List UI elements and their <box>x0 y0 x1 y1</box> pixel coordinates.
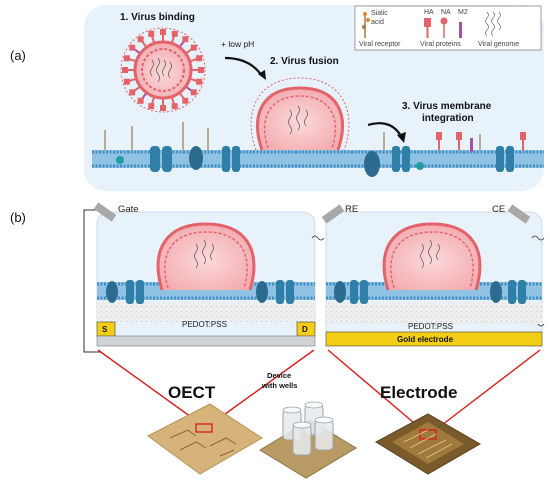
virus-spikes-ring <box>120 27 206 113</box>
gold-electrode-label: Gold electrode <box>397 335 454 344</box>
wells-label-line2: with wells <box>261 381 297 390</box>
legend-box <box>354 5 542 51</box>
viral-genome-icon <box>485 11 501 37</box>
electrode-label: Electrode <box>380 383 457 402</box>
electrode-pedot-layer <box>326 302 542 324</box>
legend-na: NA <box>441 9 451 16</box>
panel-b-label: (b) <box>10 210 26 225</box>
oect-fused-virus <box>156 222 256 291</box>
virus-spike-head <box>148 103 155 110</box>
electrode-photo <box>374 413 482 475</box>
virus-spike-head <box>129 44 136 51</box>
step3-label-line2: integration <box>422 113 474 124</box>
na-icon <box>440 17 448 38</box>
legend-ha: HA <box>424 9 434 16</box>
gate-label: Gate <box>118 204 139 215</box>
virus-inner-layer <box>141 48 185 92</box>
wire-break-left <box>311 235 325 241</box>
virus-spike-head <box>196 55 203 62</box>
membrane-proteins-a <box>116 146 514 177</box>
virus-spike-head <box>198 67 204 73</box>
ha-icon <box>424 18 431 38</box>
electrode-pedot-label: PEDOT:PSS <box>408 322 453 331</box>
virus-spike-head <box>123 55 130 62</box>
virus-binding <box>120 27 206 113</box>
gate-electrode <box>93 202 117 222</box>
electrode-fused-virus <box>382 222 482 291</box>
callout-lines <box>97 349 541 429</box>
arrow2-head <box>397 132 406 143</box>
oect-device: Gate PEDOT:PSS S D <box>83 202 316 353</box>
m2-icon <box>459 22 462 38</box>
oect-pedot-label: PEDOT:PSS <box>182 320 227 329</box>
electrode-device: RE CE PEDOT:PSS Gold electrode <box>311 204 545 347</box>
virus-spike-head <box>129 89 136 96</box>
step2-label: 2. Virus fusion <box>270 56 339 67</box>
ce-label: CE <box>492 204 505 215</box>
legend-viral-genome: Viral genome <box>478 41 519 48</box>
virus-spike-head <box>190 89 197 96</box>
legend-viral-proteins: Viral proteins <box>420 41 461 48</box>
virus-spike-head <box>182 36 189 43</box>
viral-genome <box>150 57 172 83</box>
arrow1-label: + low pH <box>221 39 254 49</box>
virus-spike-head <box>171 103 178 110</box>
receptors-a <box>104 122 481 150</box>
wells-photo <box>259 401 357 479</box>
oect-substrate <box>96 335 316 347</box>
virus-fusion <box>250 77 350 151</box>
virus-spike-head <box>122 67 128 73</box>
step1-label: 1. Virus binding <box>120 12 195 23</box>
legend: Sialic acid HA NA M2 Viral receptor Vira… <box>354 5 542 51</box>
oect-pedot-layer <box>97 302 315 322</box>
legend-sialic-line1: Sialic <box>371 10 388 17</box>
panel-a-label: (a) <box>10 48 26 63</box>
gold-electrode <box>325 331 543 347</box>
virus-spike-head <box>137 97 144 104</box>
oect-photo-highlight <box>195 423 213 433</box>
virus-spike-head <box>171 30 178 37</box>
virus-spike-head <box>196 78 203 85</box>
wire-break-right <box>531 235 545 241</box>
source-label: S <box>102 325 108 334</box>
legend-sialic-line2: acid <box>371 19 384 26</box>
virus-spike-head <box>137 36 144 43</box>
virus-spike-head <box>160 105 166 111</box>
virus-spike-head <box>190 44 197 51</box>
virus-spike-head <box>148 30 155 37</box>
sialic-acid-icon <box>362 12 370 38</box>
wells-label-line1: Device <box>267 371 291 380</box>
reference-electrode <box>321 204 345 224</box>
legend-viral-receptor: Viral receptor <box>359 41 401 48</box>
oect-wire <box>83 209 104 353</box>
arrow1-head <box>258 70 266 80</box>
virus-spike-head <box>123 78 130 85</box>
legend-m2: M2 <box>458 9 468 16</box>
step3-label-line1: 3. Virus membrane <box>402 101 492 112</box>
virus-spike-head <box>160 29 166 35</box>
re-label: RE <box>345 204 358 215</box>
counter-electrode <box>507 204 531 224</box>
viral-proteins-on-membrane <box>436 132 526 152</box>
oect-photo <box>147 403 263 475</box>
drain-label: D <box>302 325 308 334</box>
virus-spike-head <box>182 97 189 104</box>
oect-label: OECT <box>168 383 216 402</box>
